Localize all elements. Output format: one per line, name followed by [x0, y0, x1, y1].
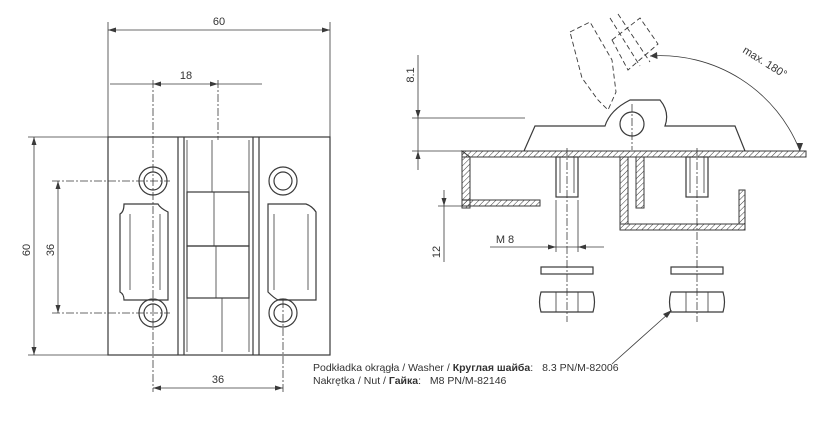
dim-overall-width: 60 [213, 16, 225, 28]
open-leaf-ghost [569, 21, 617, 111]
washer-label-ru: Круглая шайба [452, 362, 531, 374]
dim-bottom-depth: 12 [431, 246, 443, 258]
dim-hole-offset: 18 [180, 70, 192, 82]
dim-hole-spacing-horizontal: 36 [212, 374, 224, 386]
front-view [52, 80, 331, 392]
parts-notes: Podkładka okrągła / Washer / Круглая шай… [313, 362, 619, 388]
nut-note: Nakrętka / Nut / Гайка: M8 PN/M-82146 [313, 375, 507, 387]
side-view [461, 13, 807, 322]
hinge-side-profile [523, 99, 746, 152]
dim-top-thickness: 8.1 [405, 67, 417, 82]
washer-spec: 8.3 PN/M-82006 [542, 362, 619, 374]
mounting-plate [461, 150, 807, 158]
dim-rotation: max. 180° [740, 44, 788, 80]
nut-left [538, 291, 596, 313]
hinge-outline [107, 136, 331, 356]
rotation-arc [649, 55, 801, 152]
washer-label: Podkładka okrągła / Washer / [313, 362, 450, 374]
nut-right [668, 291, 726, 313]
dim-overall-height: 60 [21, 244, 33, 256]
right-recess [267, 203, 317, 301]
knuckle [186, 140, 250, 352]
dim-hole-spacing-vertical: 36 [45, 244, 57, 256]
front-view-dimensions: 60 18 60 36 36 [21, 16, 331, 391]
nut-spec: M8 PN/M-82146 [429, 375, 507, 387]
dim-thread: M 8 [496, 234, 514, 246]
hole-bottom-right [268, 298, 298, 328]
nut-label-ru: Гайка [388, 375, 419, 387]
hole-top-right [268, 166, 298, 196]
left-recess [119, 203, 169, 301]
nut-label: Nakrętka / Nut / [313, 375, 386, 387]
washer-note: Podkładka okrągła / Washer / Круглая шай… [313, 362, 619, 374]
